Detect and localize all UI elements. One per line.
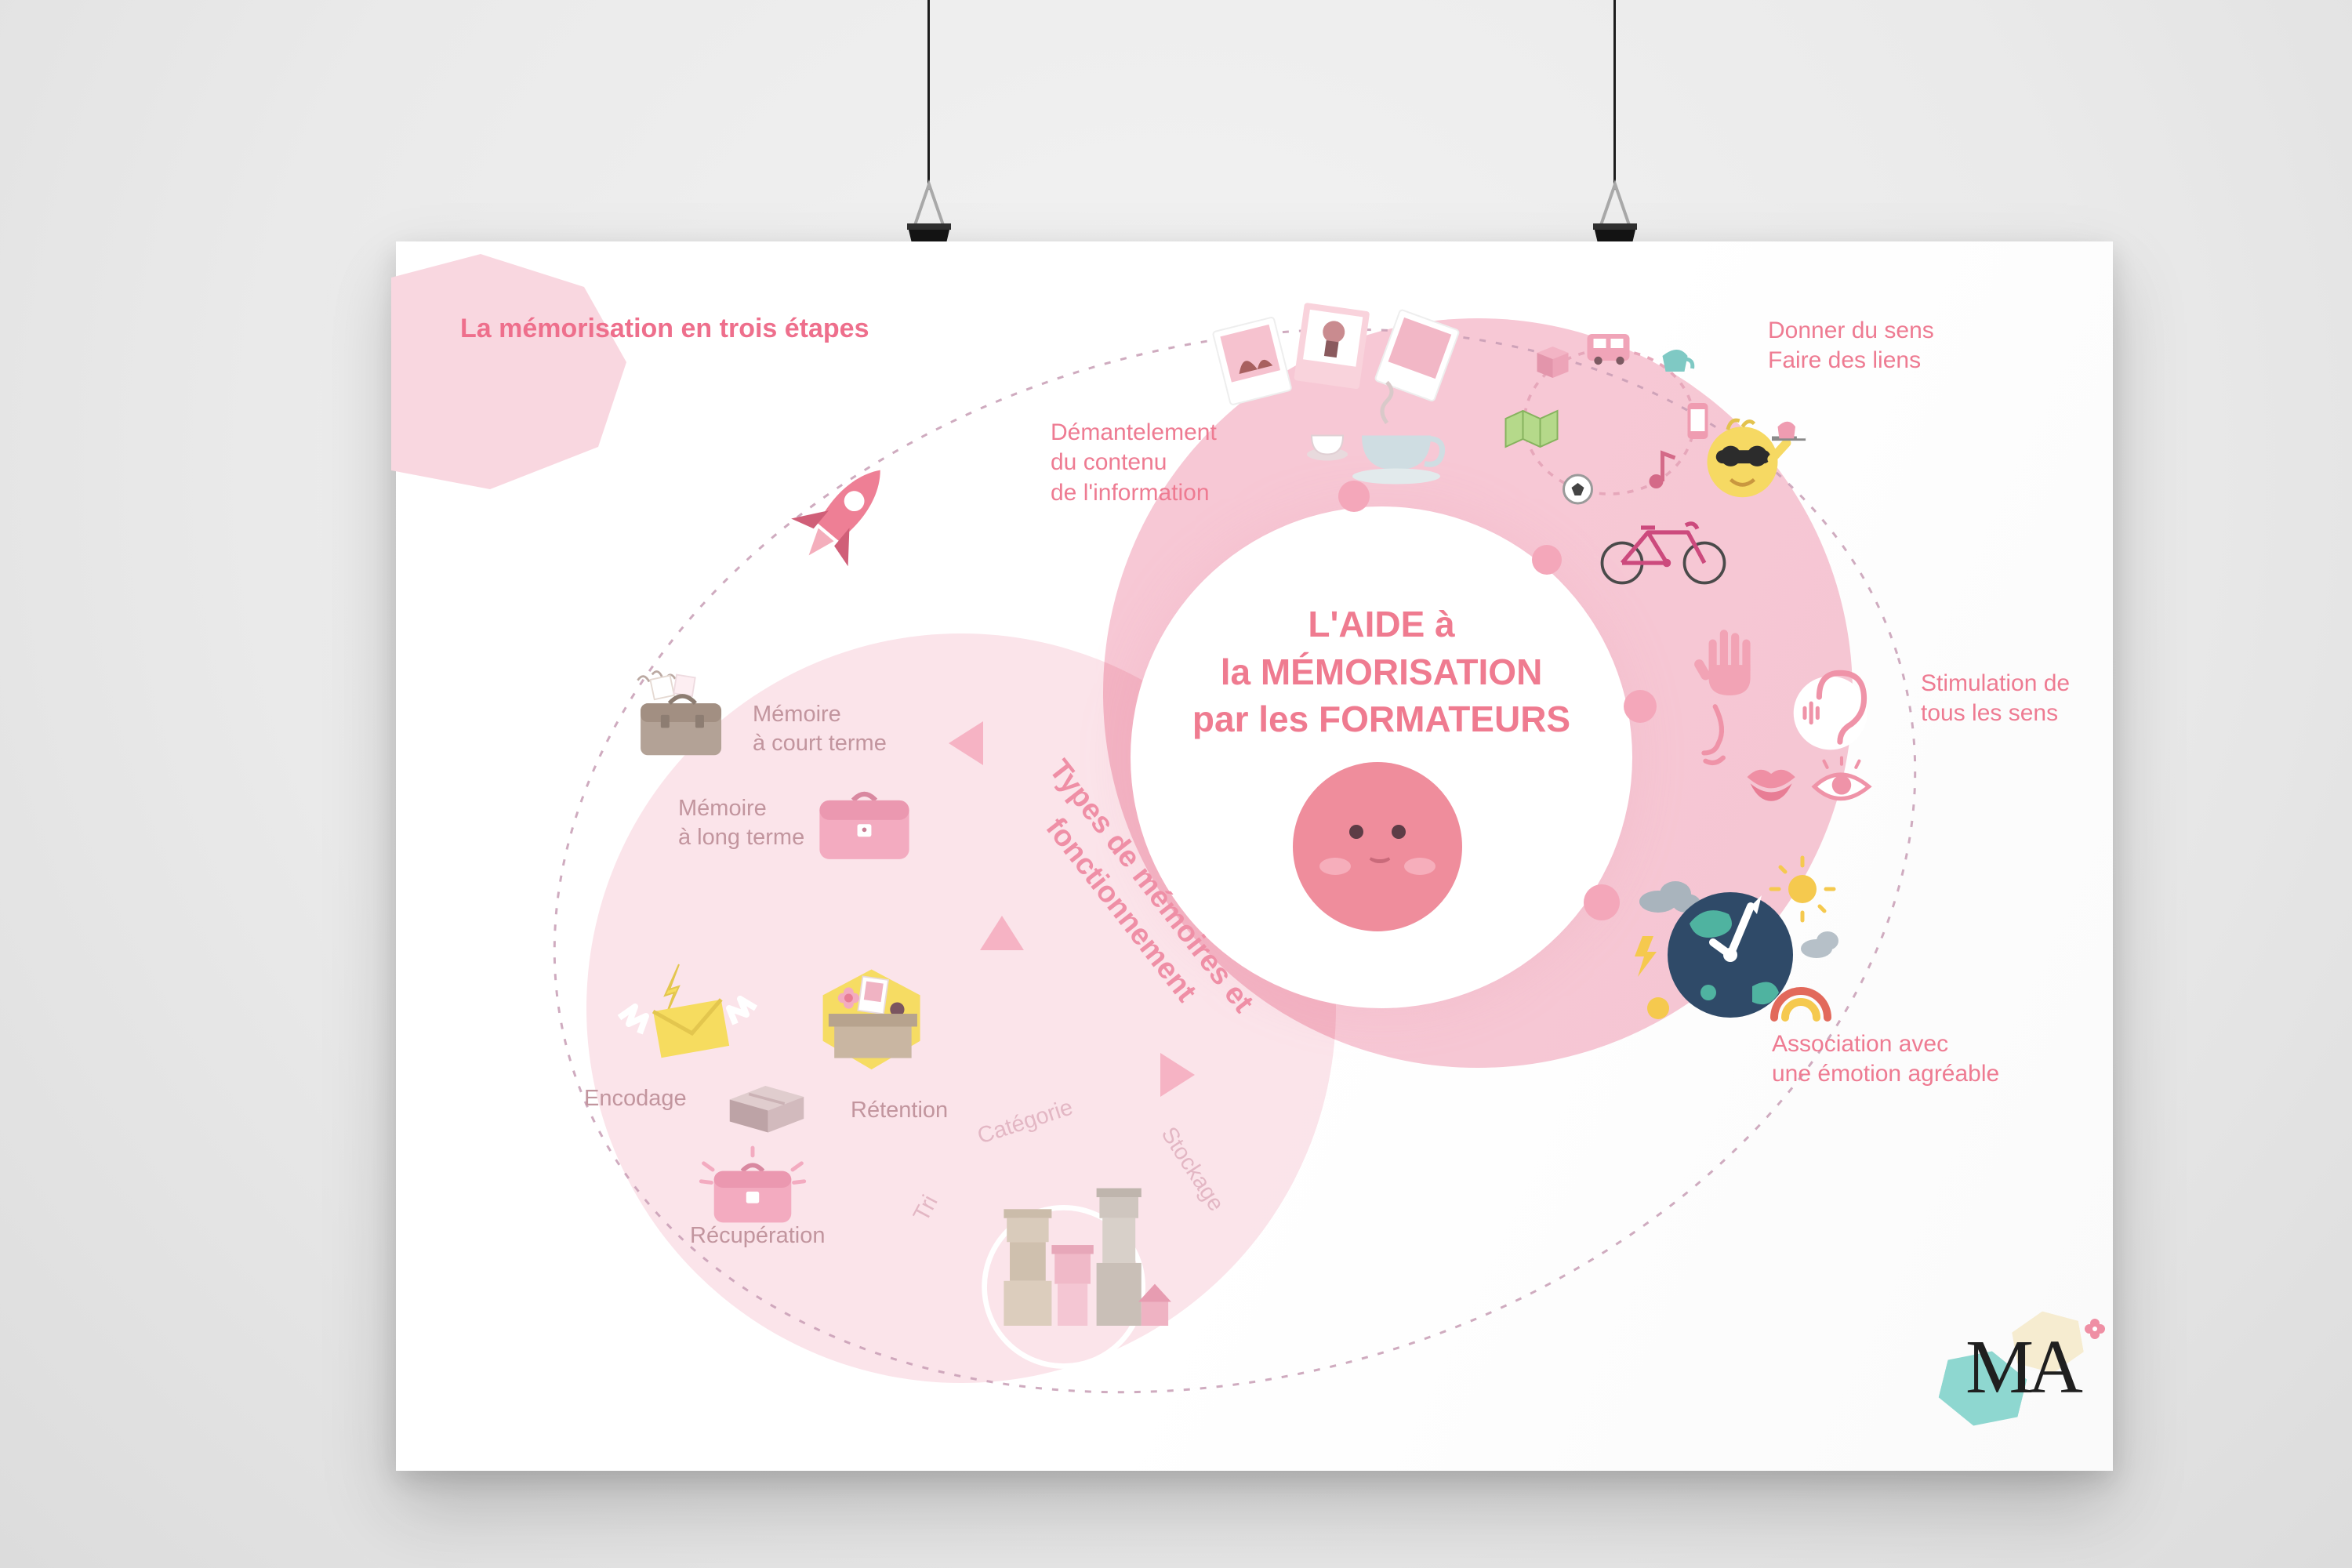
- smiley-eye: [1349, 825, 1363, 839]
- map-icon: [1504, 409, 1559, 448]
- eye-icon: [1811, 756, 1872, 801]
- school-bag-icon: [637, 670, 722, 756]
- logo-text: MA: [1965, 1325, 2083, 1410]
- rainbow-icon: [1770, 987, 1831, 1022]
- memory-box-icon: [822, 969, 920, 1070]
- bicycle-icon: [1600, 521, 1726, 585]
- parcel-icon: [729, 1086, 804, 1133]
- planet-clock-icon: [1635, 855, 1838, 1022]
- cube-icon: [1537, 347, 1569, 378]
- label-meaning: Donner du sens Faire des liens: [1768, 318, 1934, 374]
- rocket-icon: [791, 470, 880, 567]
- hanging-string-left: [927, 0, 930, 190]
- orbit-node: [1532, 545, 1562, 575]
- smiley-mouth: [1367, 847, 1392, 863]
- grey-tower: [1096, 1188, 1142, 1327]
- main-title: L'AIDE à la MÉMORISATION par les FORMATE…: [1192, 604, 1571, 740]
- label-encoding: Encodage: [584, 1086, 687, 1111]
- envelope-character-icon: [617, 964, 758, 1058]
- cloud-icon: [1801, 931, 1838, 958]
- triangle-pointer-right: [1160, 1053, 1195, 1097]
- label-senses: Stimulation de tous les sens: [1921, 670, 2071, 727]
- logo-flower-icon: [2085, 1319, 2105, 1339]
- box-towers-icon: [982, 1188, 1171, 1369]
- sun-icon: [1769, 855, 1836, 923]
- triangle-pointer-left: [949, 721, 983, 765]
- links-circle-icon: [1504, 334, 1708, 505]
- hand-icon: [1694, 630, 1751, 695]
- smiley-cheek: [1404, 858, 1436, 875]
- nose-icon: [1701, 704, 1726, 766]
- smiley-face-icon: [1293, 762, 1462, 931]
- sun-icon: [1647, 997, 1669, 1019]
- pink-tower: [1051, 1245, 1094, 1327]
- label-short-term-memory: Mémoire à court terme: [753, 702, 887, 757]
- smiley-cheek: [1319, 858, 1351, 875]
- smiley-eye: [1392, 825, 1406, 839]
- triangle-pointer-up: [980, 916, 1024, 950]
- orbit-node: [1624, 690, 1657, 723]
- suitcase-icon: [819, 791, 909, 859]
- waiter-character-icon: [1707, 418, 1806, 498]
- logo-ma: MA: [1942, 1309, 2111, 1431]
- ear-icon: [1793, 670, 1867, 750]
- soccer-ball-icon: [1563, 474, 1593, 505]
- poster: La mémorisation en trois étapes L'AIDE à…: [391, 241, 2113, 1471]
- lightning-icon: [1635, 936, 1657, 977]
- photos-coffee-icon: [1212, 303, 1460, 485]
- hanging-string-right: [1613, 0, 1616, 190]
- orbit-node: [1338, 481, 1370, 512]
- sparkling-suitcase-icon: [699, 1145, 807, 1223]
- label-retention: Rétention: [851, 1098, 949, 1123]
- label-emotion: Association avec une émotion agréable: [1772, 1031, 2000, 1087]
- label-dismantle: Démantelement du contenu de l'informatio…: [1051, 419, 1217, 506]
- corner-decoration: [391, 254, 626, 489]
- teapot-icon: [1662, 350, 1695, 372]
- little-house: [1138, 1283, 1171, 1327]
- mouth-icon: [1747, 769, 1795, 801]
- phone-icon: [1687, 403, 1708, 439]
- label-retrieval: Récupération: [690, 1223, 826, 1248]
- poster-title: La mémorisation en trois étapes: [460, 314, 869, 343]
- label-long-term-memory: Mémoire à long terme: [678, 796, 805, 851]
- senses-icons: [1694, 630, 1872, 801]
- dashed-orbit-path: [553, 328, 1917, 1394]
- bus-icon: [1587, 334, 1630, 365]
- orbit-node: [1584, 884, 1620, 920]
- flower-icon: [837, 987, 860, 1009]
- beige-tower: [1004, 1209, 1052, 1327]
- music-note-icon: [1649, 450, 1676, 488]
